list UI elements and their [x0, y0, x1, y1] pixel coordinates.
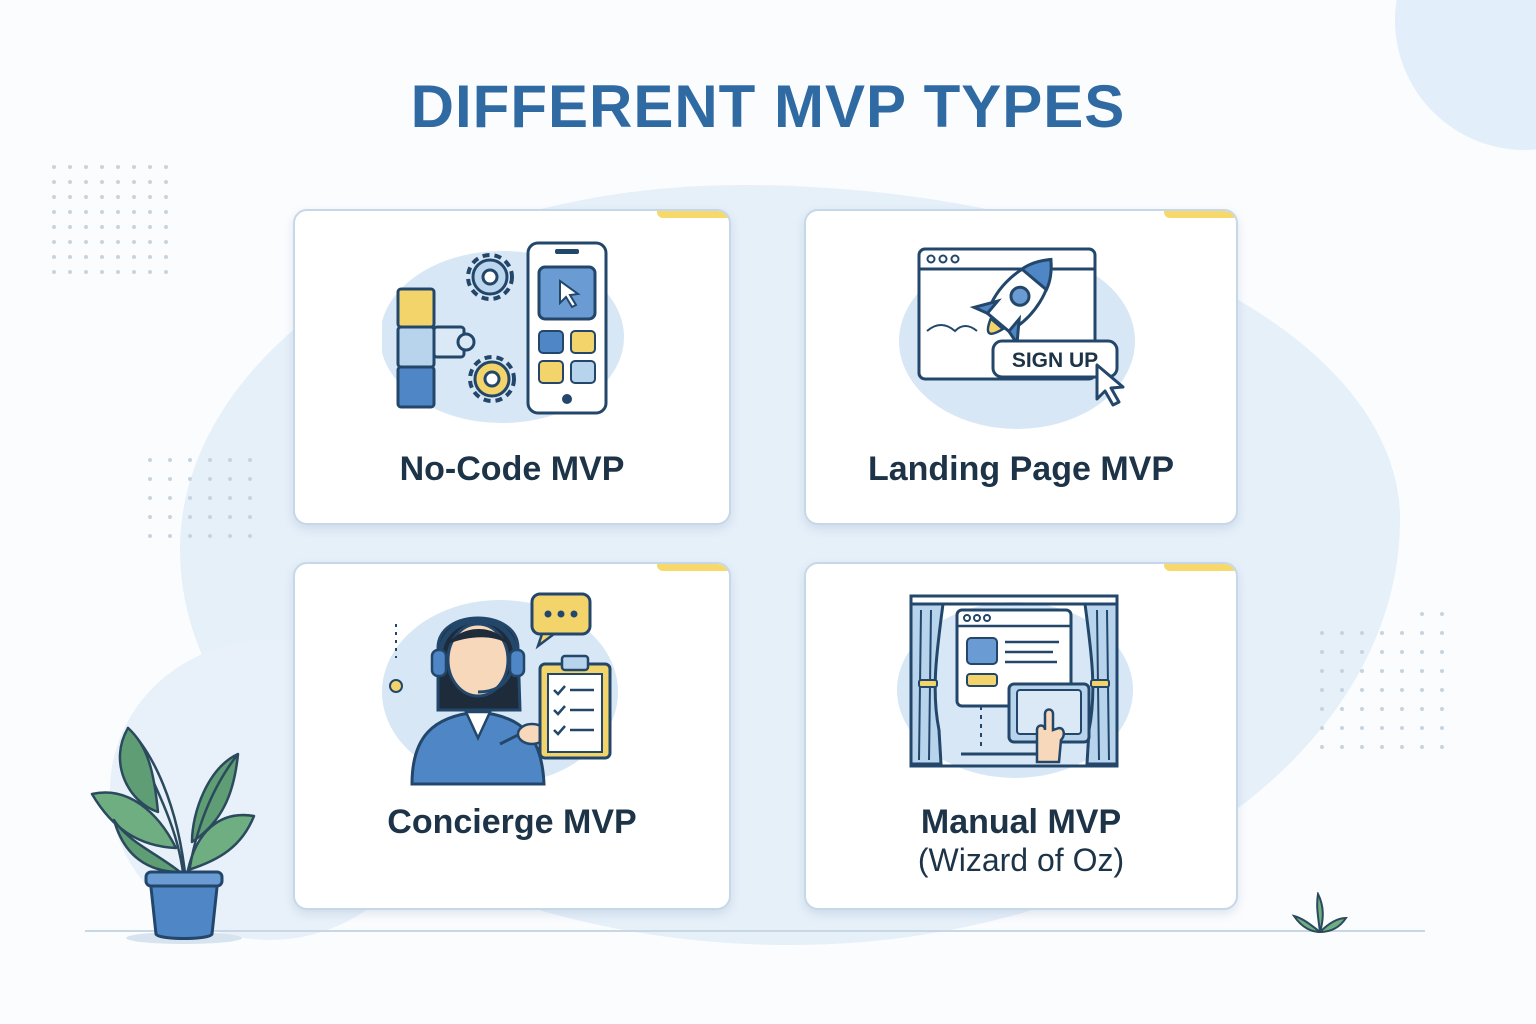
decorative-dot-grid	[52, 165, 168, 274]
sign-up-button-text: SIGN UP	[1012, 349, 1098, 372]
card-landing-page-mvp: SIGN UP Landing Page MVP	[804, 209, 1238, 525]
page-title: DIFFERENT MVP TYPES	[410, 73, 1126, 140]
card-manual-mvp: Manual MVP (Wizard of Oz)	[804, 562, 1238, 910]
card-accent	[1164, 564, 1236, 571]
card-label: Concierge MVP	[387, 803, 637, 841]
landing-page-rocket-icon: SIGN UP	[806, 231, 1236, 441]
card-label: Manual MVP	[920, 803, 1122, 841]
wizard-of-oz-curtain-icon	[806, 590, 1236, 790]
card-label: Landing Page MVP	[867, 450, 1175, 488]
card-label: No-Code MVP	[399, 450, 625, 488]
decorative-dot-grid	[1320, 612, 1444, 749]
card-accent	[1164, 211, 1236, 218]
card-no-code-mvp: No-Code MVP	[293, 209, 731, 525]
small-sprout-icon	[1290, 890, 1350, 934]
card-sublabel: (Wizard of Oz)	[917, 842, 1125, 878]
ground-line	[85, 930, 1425, 932]
card-accent	[657, 564, 729, 571]
decorative-dot-grid	[148, 458, 252, 538]
no-code-builder-icon	[295, 229, 729, 439]
card-accent	[657, 211, 729, 218]
potted-plant-icon	[88, 722, 258, 947]
concierge-agent-icon	[295, 588, 729, 788]
card-concierge-mvp: Concierge MVP	[293, 562, 731, 910]
